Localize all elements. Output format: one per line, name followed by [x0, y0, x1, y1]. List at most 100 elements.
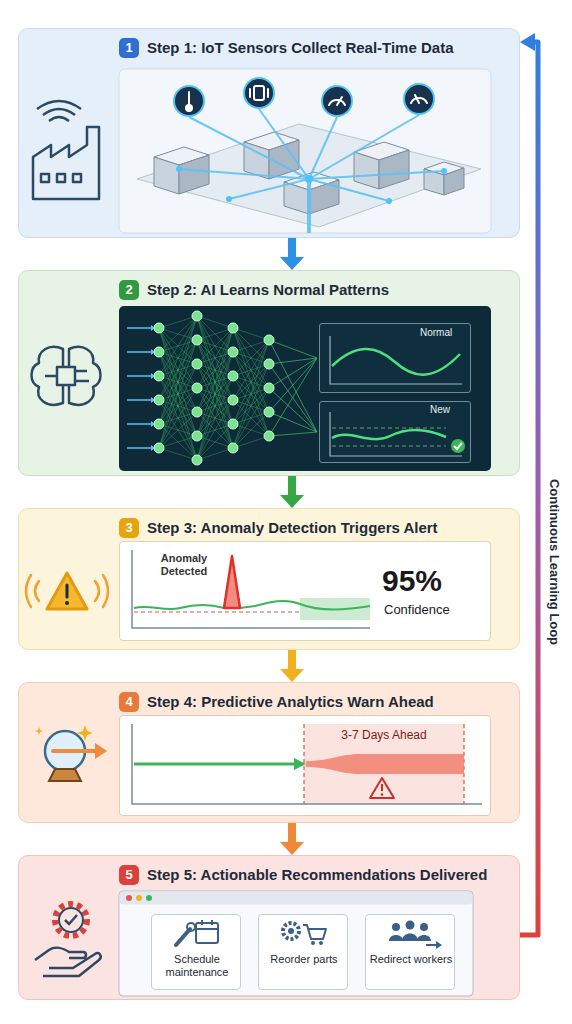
forecast-chart-part — [304, 724, 464, 804]
network-stroke — [197, 328, 233, 340]
step-badge: 4 — [119, 692, 139, 712]
crystal-ball-icon-part — [95, 743, 107, 759]
network-stroke — [127, 351, 151, 353]
forecast-chart — [120, 716, 490, 815]
factory-icon-part — [37, 101, 81, 109]
brain-icon-part — [45, 371, 89, 381]
network-stroke — [228, 395, 238, 405]
redirect-icon-part — [420, 923, 428, 931]
network-stroke — [154, 443, 164, 453]
window-bar — [120, 892, 473, 905]
network-stroke — [197, 316, 233, 424]
network-stroke — [154, 323, 164, 333]
network-stroke — [127, 423, 151, 425]
network-stroke — [269, 340, 317, 358]
network-stroke — [154, 395, 164, 405]
step-badge: 5 — [119, 865, 139, 885]
forecast-chart-part — [294, 758, 306, 770]
ray-dots-part — [226, 196, 232, 202]
network-stroke — [228, 347, 238, 357]
arrow-head — [280, 842, 304, 855]
step-panel: 4Step 4: Predictive Analytics Warn Ahead… — [18, 682, 520, 823]
network-stroke — [159, 376, 197, 460]
chart-label: New — [430, 404, 468, 416]
forecast-chart-part — [304, 724, 464, 804]
confidence-label: Confidence — [384, 602, 484, 618]
maintenance-icon-part — [176, 929, 190, 945]
warning-icon — [26, 573, 108, 609]
network-stroke — [192, 359, 202, 369]
gear-hand-icon-part — [35, 948, 101, 976]
sensor-glyphs-part — [250, 89, 268, 97]
chart-box: Normal — [319, 323, 471, 393]
network-stroke — [228, 371, 238, 381]
machines-part — [179, 155, 209, 194]
gear-hand-icon-part — [65, 915, 77, 924]
network-stroke — [154, 347, 164, 357]
network-panel — [119, 306, 491, 471]
machines-part — [154, 157, 179, 194]
network-stroke — [269, 432, 317, 436]
reorder-icon-part — [311, 941, 315, 945]
network-stroke — [264, 359, 274, 369]
step-title: Step 3: Anomaly Detection Triggers Alert — [147, 518, 438, 538]
scene-frame — [119, 69, 491, 233]
reorder-icon-part — [283, 923, 299, 939]
app-window — [119, 891, 473, 996]
new-chart-part — [330, 412, 462, 456]
flow-arrow — [520, 33, 538, 935]
maintenance-icon-part — [187, 923, 195, 931]
network-stroke — [233, 328, 269, 340]
warning-icon-part — [26, 575, 108, 607]
factory-icon-part — [73, 174, 81, 182]
gear-hand-icon-part — [59, 908, 83, 932]
network-stroke — [269, 340, 317, 432]
forecast-chart-box: 3-7 Days Ahead — [119, 715, 491, 816]
redirect-icon-part — [389, 934, 431, 942]
sensor-glyphs-part — [188, 92, 190, 105]
ray-dots — [176, 166, 447, 204]
network-stroke — [197, 328, 233, 460]
flow-arrow — [280, 238, 304, 270]
network-stroke — [233, 328, 269, 388]
network-stroke — [159, 316, 197, 448]
reorder-icon-part — [319, 941, 323, 945]
normal-chart-part — [332, 349, 460, 375]
step-panel: 5Step 5: Actionable Recommendations Deli… — [18, 855, 520, 1000]
chart-box: New — [319, 401, 471, 463]
new-chart-part — [454, 443, 462, 449]
network-stroke — [269, 364, 317, 432]
network-stroke — [159, 340, 197, 448]
network-stroke — [264, 407, 274, 417]
factory-icon-part — [49, 117, 69, 121]
network-stroke — [154, 419, 164, 429]
reorder-icon — [259, 915, 347, 989]
sensor-scene — [19, 29, 519, 237]
network-stroke — [192, 431, 202, 441]
flow-arrow — [280, 823, 304, 855]
network-stroke — [233, 436, 269, 448]
network-stroke — [197, 352, 233, 460]
network-stroke — [192, 455, 202, 465]
network-stroke — [127, 327, 151, 329]
anomaly-chart-part — [132, 550, 370, 628]
network-stroke — [197, 424, 233, 460]
data-rays-part — [259, 109, 309, 179]
action-button: Schedule maintenance — [151, 914, 241, 990]
network-stroke — [264, 431, 274, 441]
network-stroke — [264, 383, 274, 393]
network-stroke — [269, 358, 317, 436]
network-stroke — [197, 316, 233, 328]
network-stroke — [228, 443, 238, 453]
action-scene-part — [126, 895, 132, 901]
sensor-bubbles-part — [244, 78, 274, 108]
action-button: Redirect workers — [365, 914, 455, 990]
anomaly-chart-box: Anomaly Detected95%Confidence — [119, 541, 491, 641]
data-rays-part — [189, 117, 309, 179]
step-badge: 2 — [119, 280, 139, 300]
sensor-glyphs-part — [186, 105, 192, 111]
sensor-bubbles — [174, 78, 434, 116]
action-button: Reorder parts — [258, 914, 348, 990]
warning-icon-part — [65, 601, 69, 605]
